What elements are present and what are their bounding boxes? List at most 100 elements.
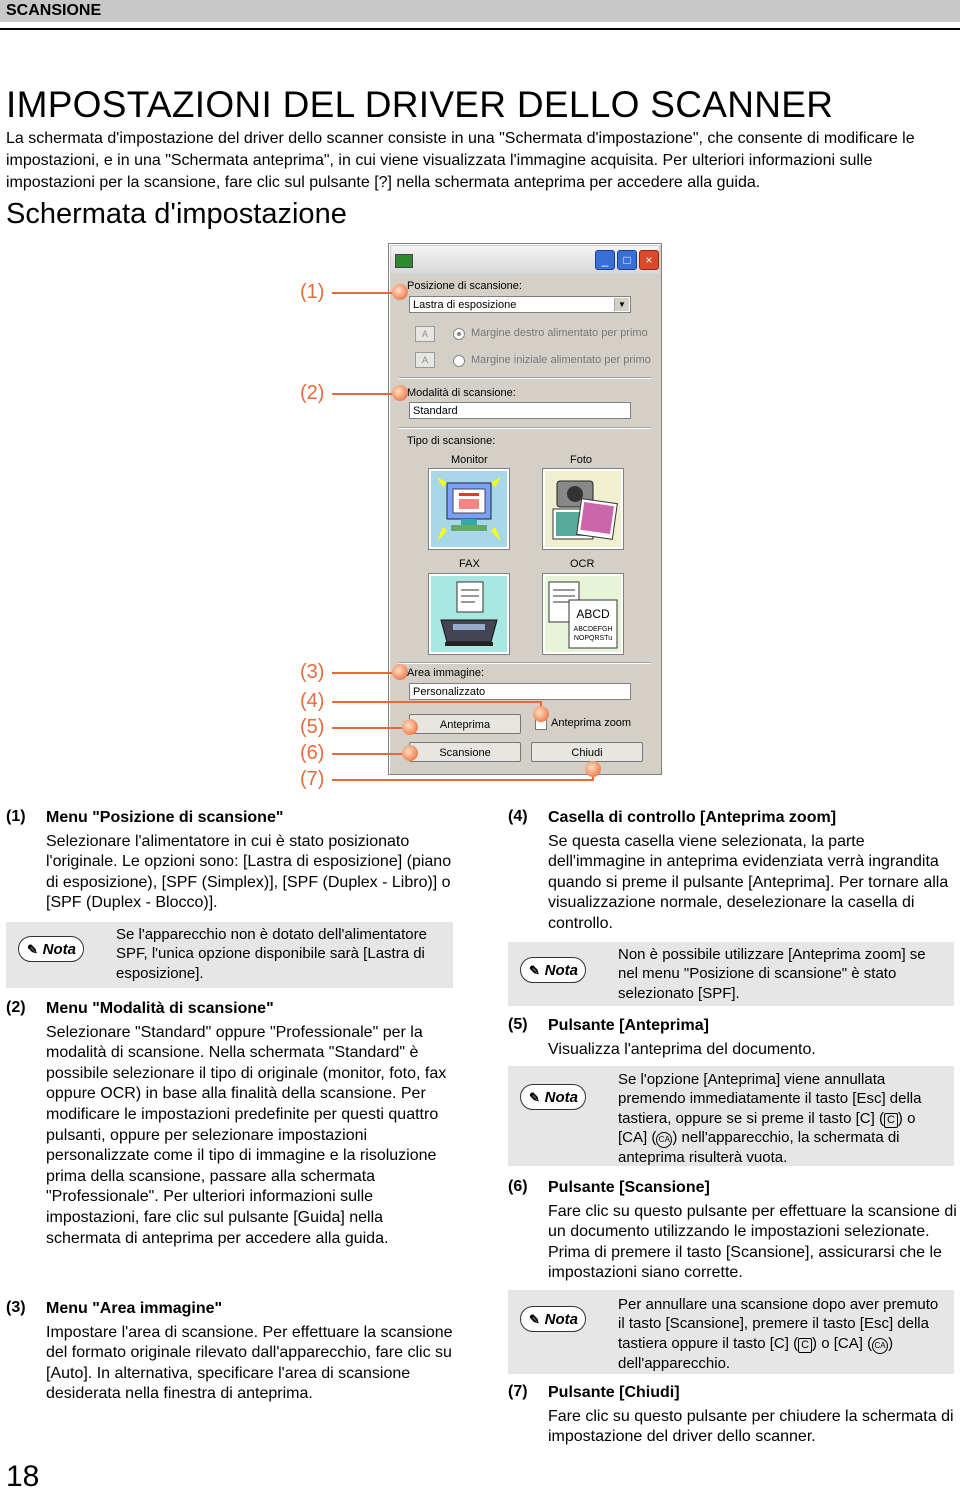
margin1-radio[interactable] [453, 328, 465, 340]
close-button[interactable]: Chiudi [531, 742, 643, 762]
preview-button[interactable]: Anteprima [409, 714, 521, 734]
fax-type-button[interactable] [428, 573, 510, 655]
note-badge-label: Nota [544, 962, 578, 979]
item-7-title: Pulsante [Chiudi] [548, 1384, 680, 1401]
item-1-number: (1) [6, 808, 26, 825]
page-number: 18 [6, 1460, 40, 1493]
item-1-title: Menu "Posizione di scansione" [46, 809, 284, 826]
item-3-title: Menu "Area immagine" [46, 1300, 223, 1317]
note-2-text: Non è possibile utilizzare [Anteprima zo… [618, 946, 926, 1002]
note-box-3: ✎Nota Se l'opzione [Anteprima] viene ann… [508, 1066, 954, 1166]
maximize-button[interactable]: □ [617, 250, 637, 270]
item-2-number: (2) [6, 999, 26, 1016]
key-ca-icon: CA [656, 1131, 673, 1148]
mode-select[interactable]: Standard [409, 402, 631, 419]
photo-type-button[interactable] [542, 468, 624, 550]
item-5-title: Pulsante [Anteprima] [548, 1017, 709, 1034]
callout-1: (1) [300, 281, 325, 303]
key-ca-icon: CA [872, 1337, 889, 1354]
position-select[interactable]: Lastra di esposizione ▼ [409, 296, 631, 313]
fax-icon [440, 581, 498, 646]
callout-7-line [332, 779, 594, 781]
close-window-button[interactable]: × [639, 250, 659, 270]
item-4-title: Casella di controllo [Anteprima zoom] [548, 809, 837, 826]
type-photo-label: Foto [570, 454, 593, 466]
callout-4-marker [533, 706, 549, 722]
callout-5-line [332, 727, 408, 729]
item-6-number: (6) [508, 1178, 528, 1195]
mode-label: Modalità di scansione: [407, 387, 516, 399]
type-monitor-label: Monitor [451, 454, 488, 466]
page-title: IMPOSTAZIONI DEL DRIVER DELLO SCANNER [6, 84, 834, 125]
separator [399, 377, 651, 379]
callout-4: (4) [300, 690, 325, 712]
type-label: Tipo di scansione: [407, 435, 496, 447]
position-label: Posizione di scansione: [407, 280, 522, 292]
callout-7-marker [585, 761, 601, 777]
area-select[interactable]: Personalizzato [409, 683, 631, 700]
item-2-body: Selezionare "Standard" oppure "Professio… [46, 1023, 447, 1247]
separator [399, 427, 651, 429]
minimize-button[interactable]: _ [595, 250, 615, 270]
callout-2: (2) [300, 382, 325, 404]
callout-3-marker [392, 664, 408, 680]
callout-5: (5) [300, 716, 325, 738]
note-4-text: Per annullare una scansione dopo aver pr… [618, 1296, 939, 1372]
callout-1-line [332, 292, 400, 294]
ocr-sample-2: ABCDEFGH [574, 626, 613, 633]
ocr-sample-1: ABCD [576, 607, 610, 621]
chevron-down-icon: ▼ [614, 298, 629, 311]
callout-5-marker [402, 719, 418, 735]
ocr-sample-3: NOPQRSTu [574, 635, 612, 642]
scan-button[interactable]: Scansione [409, 742, 521, 762]
callout-4-line [332, 701, 542, 703]
callout-1-marker [392, 284, 408, 300]
item-2: Menu "Modalità di scansione" Selezionare… [46, 999, 460, 1249]
item-6: Pulsante [Scansione] Fare clic su questo… [548, 1178, 958, 1284]
callout-7: (7) [300, 768, 325, 790]
item-1-body: Selezionare l'alimentatore in cui è stat… [46, 832, 452, 912]
intro-paragraph: La schermata d'impostazione del driver d… [6, 130, 915, 191]
item-3: Menu "Area immagine" Impostare l'area di… [46, 1299, 456, 1405]
app-icon [395, 254, 413, 268]
callout-3-line [332, 672, 400, 674]
area-select-value: Personalizzato [413, 686, 486, 698]
item-6-body: Fare clic su questo pulsante per effettu… [548, 1202, 957, 1282]
separator [399, 662, 651, 664]
margin2-label: Margine iniziale alimentato per primo [471, 354, 651, 366]
note-4-part-a: Per annullare una scansione dopo aver pr… [618, 1296, 939, 1352]
section-header: SCANSIONE [0, 0, 960, 22]
margin-initial-icon: A [415, 352, 435, 368]
note-4-part-b: o [CA] [821, 1334, 863, 1352]
monitor-type-button[interactable] [428, 468, 510, 550]
type-ocr-label: OCR [570, 558, 595, 570]
pencil-icon: ✎ [529, 1312, 540, 1327]
monitor-icon [437, 477, 501, 541]
item-1: Menu "Posizione di scansione" Selezionar… [46, 808, 456, 914]
note-3-text: Se l'opzione [Anteprima] viene annullata… [618, 1071, 922, 1166]
item-3-number: (3) [6, 1299, 26, 1316]
item-7-body: Fare clic su questo pulsante per chiuder… [548, 1407, 954, 1446]
margin1-label: Margine destro alimentato per primo [471, 327, 648, 339]
item-7-number: (7) [508, 1383, 528, 1400]
note-badge-label: Nota [42, 941, 76, 958]
note-badge-label: Nota [544, 1089, 578, 1106]
note-3-part-b: o [CA] [618, 1109, 916, 1146]
callout-2-marker [392, 385, 408, 401]
note-badge: ✎Nota [520, 1084, 586, 1110]
zoom-preview-label: Anteprima zoom [551, 717, 632, 729]
margin2-radio[interactable] [453, 355, 465, 367]
note-badge: ✎ Nota [18, 936, 84, 962]
area-label: Area immagine: [407, 667, 485, 679]
item-4: Casella di controllo [Anteprima zoom] Se… [548, 808, 958, 935]
photo-camera-icon [552, 480, 618, 540]
ocr-type-button[interactable]: ABCD ABCDEFGH NOPQRSTu [542, 573, 624, 655]
item-2-title: Menu "Modalità di scansione" [46, 1000, 274, 1017]
note-badge-label: Nota [544, 1311, 578, 1328]
section-label: SCANSIONE [6, 2, 102, 19]
position-select-value: Lastra di esposizione [413, 299, 517, 311]
item-6-title: Pulsante [Scansione] [548, 1179, 710, 1196]
pencil-icon: ✎ [27, 942, 38, 957]
scanner-settings-dialog: _ □ × Posizione di scansione: Lastra di … [388, 243, 662, 775]
note-badge: ✎Nota [520, 957, 586, 983]
